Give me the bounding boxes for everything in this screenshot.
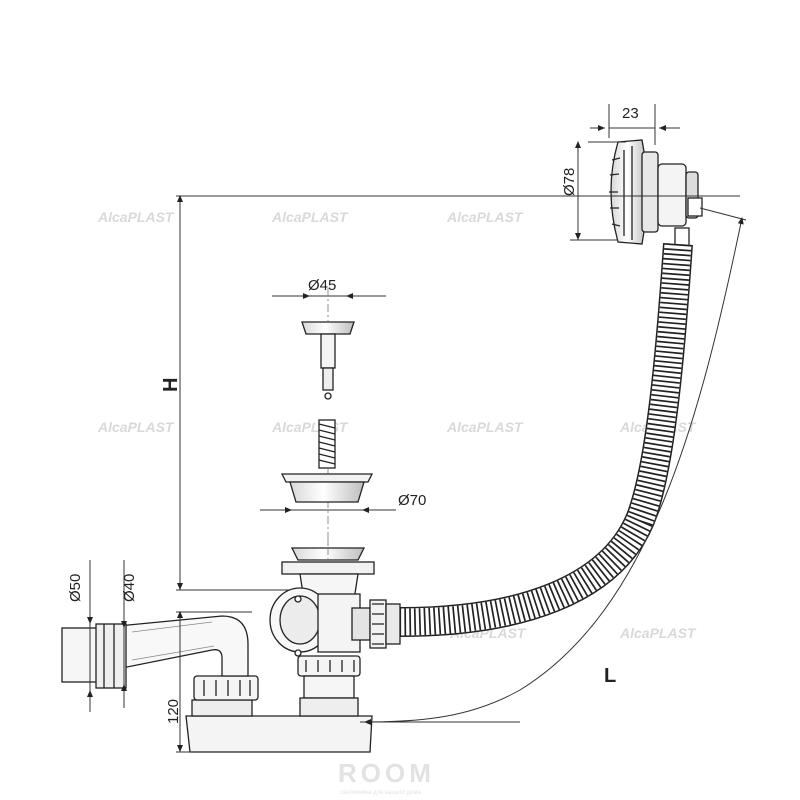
plug-assembly: [272, 288, 386, 548]
dim-plug-diameter: Ø45: [308, 277, 336, 294]
outlet-dimensions: [87, 560, 252, 753]
watermark-text: AlcaPLAST: [446, 209, 524, 225]
height-dimension: [176, 195, 740, 591]
watermark-text: AlcaPLAST: [271, 209, 349, 225]
dim-flange-diameter: Ø70: [398, 492, 426, 509]
watermark-text: AlcaPLAST: [446, 419, 524, 435]
logo-tagline: сантехника для вашего дома: [340, 790, 422, 796]
dim-trap-height: 120: [165, 699, 182, 724]
length-dimension: [360, 207, 747, 725]
logo-text: ROOM: [338, 758, 435, 788]
dim-length: L: [604, 665, 616, 687]
watermark-text: AlcaPLAST: [271, 419, 349, 435]
overflow-head: [609, 139, 703, 247]
dim-overflow-width: 23: [622, 105, 639, 122]
dim-outlet-inner-diameter: Ø40: [121, 574, 138, 602]
watermark-text: AlcaPLAST: [97, 419, 175, 435]
watermark-text: AlcaPLAST: [97, 209, 175, 225]
footer-logo: ROOM сантехника для вашего дома: [338, 758, 435, 796]
dim-height: H: [160, 378, 182, 392]
waste-body: [185, 547, 401, 753]
dim-outlet-outer-diameter: Ø50: [67, 574, 84, 602]
dim-overflow-diameter: Ø78: [561, 168, 578, 196]
watermark-text: AlcaPLAST: [619, 625, 697, 641]
